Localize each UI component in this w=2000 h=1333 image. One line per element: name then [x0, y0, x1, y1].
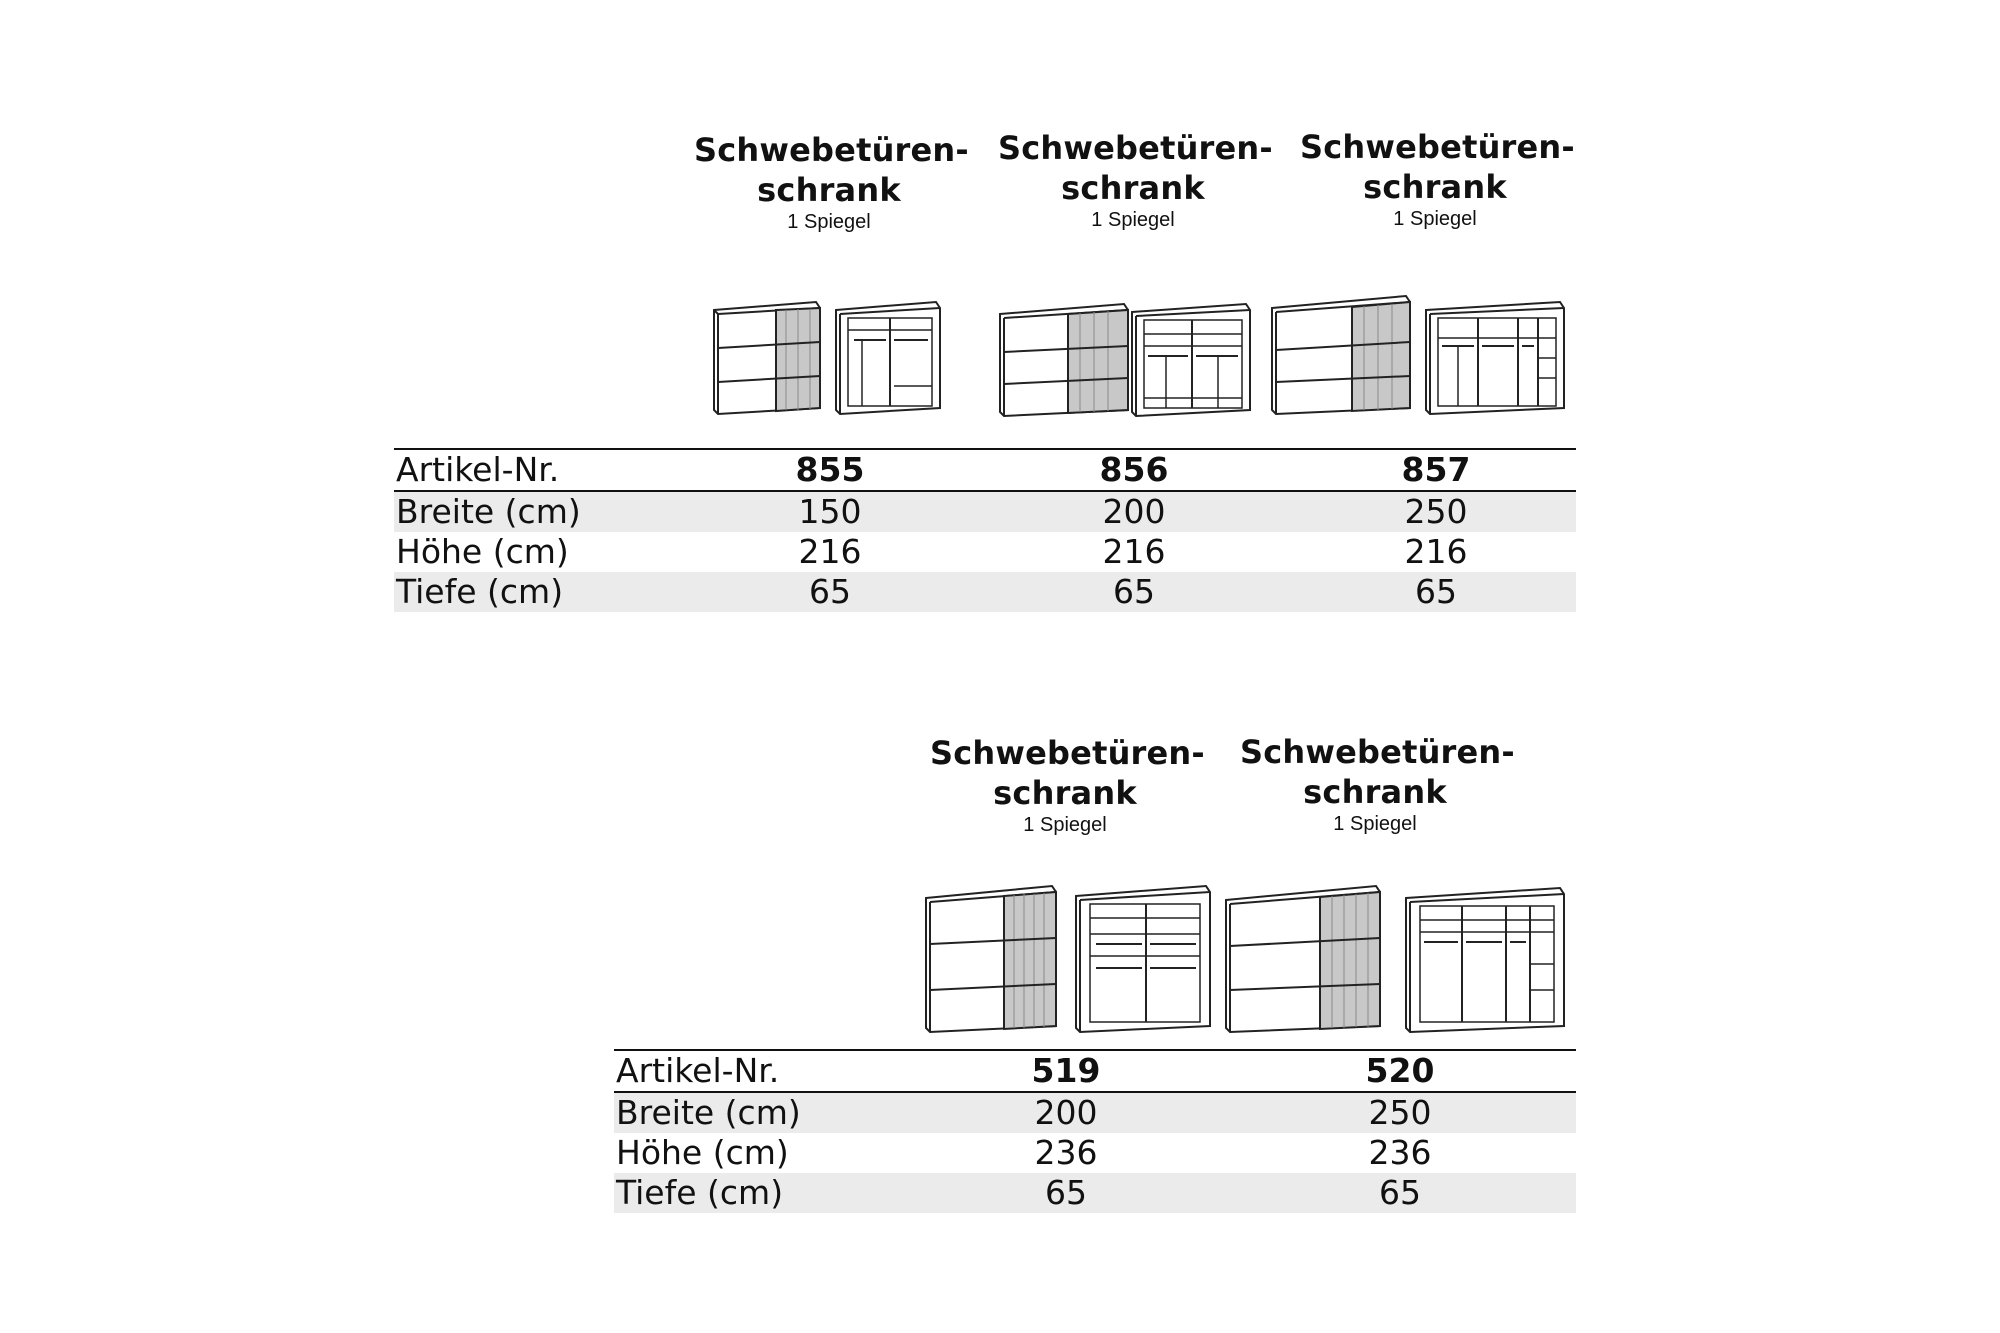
- product-title: schrank: [993, 774, 1137, 812]
- cell-value: 216: [1404, 532, 1468, 571]
- row-label: Höhe (cm): [396, 532, 569, 571]
- wardrobe-855-open-drawing: [835, 300, 941, 416]
- product-header-519: Schwebetüren- schrank 1 Spiegel: [930, 733, 1205, 837]
- product-header-856: Schwebetüren- schrank 1 Spiegel: [998, 128, 1273, 232]
- table-row-artikel-nr: Artikel-Nr. 519 520: [614, 1051, 1576, 1091]
- table-rule: [394, 448, 1576, 450]
- article-number: 857: [1401, 450, 1471, 489]
- wardrobe-519-closed-drawing: [925, 884, 1057, 1034]
- article-number: 519: [1031, 1051, 1101, 1090]
- product-title: Schwebetüren-: [1240, 733, 1515, 771]
- cell-value: 250: [1404, 492, 1468, 531]
- product-title: Schwebetüren-: [998, 129, 1273, 167]
- row-label: Breite (cm): [616, 1093, 801, 1132]
- cell-value: 236: [1034, 1133, 1098, 1172]
- article-number: 856: [1099, 450, 1169, 489]
- product-title: schrank: [757, 171, 901, 209]
- wardrobe-520-open-drawing: [1405, 886, 1565, 1034]
- wardrobe-856-closed-drawing: [999, 302, 1129, 418]
- product-subtitle: 1 Spiegel: [1091, 209, 1175, 231]
- product-header-520: Schwebetüren- schrank 1 Spiegel: [1240, 732, 1515, 836]
- row-label: Höhe (cm): [616, 1133, 789, 1172]
- product-title: schrank: [1303, 773, 1447, 811]
- cell-value: 250: [1368, 1093, 1432, 1132]
- spec-table-1: Artikel-Nr. 855 856 857 Breite (cm) 150 …: [394, 448, 1576, 612]
- product-subtitle: 1 Spiegel: [1023, 814, 1107, 836]
- product-title: Schwebetüren-: [930, 734, 1205, 772]
- cell-value: 65: [1379, 1173, 1421, 1212]
- table-row-artikel-nr: Artikel-Nr. 855 856 857: [394, 450, 1576, 490]
- product-subtitle: 1 Spiegel: [1393, 208, 1477, 230]
- cell-value: 65: [809, 572, 851, 611]
- row-label: Artikel-Nr.: [396, 450, 560, 489]
- article-number: 855: [795, 450, 865, 489]
- product-title: schrank: [1061, 169, 1205, 207]
- table-rule: [614, 1049, 1576, 1051]
- wardrobe-857-open-drawing: [1425, 300, 1565, 416]
- row-label: Tiefe (cm): [616, 1173, 784, 1212]
- product-subtitle: 1 Spiegel: [1333, 813, 1417, 835]
- table-row-tiefe: Tiefe (cm) 65 65 65: [394, 572, 1576, 612]
- wardrobe-519-open-drawing: [1075, 884, 1211, 1034]
- spec-table-2: Artikel-Nr. 519 520 Breite (cm) 200 250 …: [614, 1049, 1576, 1213]
- wardrobe-857-closed-drawing: [1271, 294, 1411, 416]
- cell-value: 200: [1034, 1093, 1098, 1132]
- article-number: 520: [1365, 1051, 1435, 1090]
- wardrobe-520-closed-drawing: [1225, 884, 1381, 1034]
- cell-value: 65: [1415, 572, 1457, 611]
- row-label: Artikel-Nr.: [616, 1051, 780, 1090]
- table-row-hoehe: Höhe (cm) 216 216 216: [394, 532, 1576, 572]
- wardrobe-855-closed-drawing: [713, 300, 821, 416]
- product-title: schrank: [1363, 168, 1507, 206]
- product-subtitle: 1 Spiegel: [787, 211, 871, 233]
- cell-value: 216: [1102, 532, 1166, 571]
- row-label: Breite (cm): [396, 492, 581, 531]
- product-title: Schwebetüren-: [694, 131, 969, 169]
- wardrobe-856-open-drawing: [1131, 302, 1251, 418]
- cell-value: 150: [798, 492, 862, 531]
- row-label: Tiefe (cm): [396, 572, 564, 611]
- table-row-breite: Breite (cm) 200 250: [614, 1093, 1576, 1133]
- cell-value: 65: [1113, 572, 1155, 611]
- cell-value: 65: [1045, 1173, 1087, 1212]
- product-header-857: Schwebetüren- schrank 1 Spiegel: [1300, 127, 1575, 231]
- cell-value: 200: [1102, 492, 1166, 531]
- cell-value: 216: [798, 532, 862, 571]
- table-row-breite: Breite (cm) 150 200 250: [394, 492, 1576, 532]
- product-title: Schwebetüren-: [1300, 128, 1575, 166]
- product-header-855: Schwebetüren- schrank 1 Spiegel: [694, 130, 969, 234]
- table-row-hoehe: Höhe (cm) 236 236: [614, 1133, 1576, 1173]
- table-rule: [614, 1091, 1576, 1093]
- table-rule: [394, 490, 1576, 492]
- table-row-tiefe: Tiefe (cm) 65 65: [614, 1173, 1576, 1213]
- cell-value: 236: [1368, 1133, 1432, 1172]
